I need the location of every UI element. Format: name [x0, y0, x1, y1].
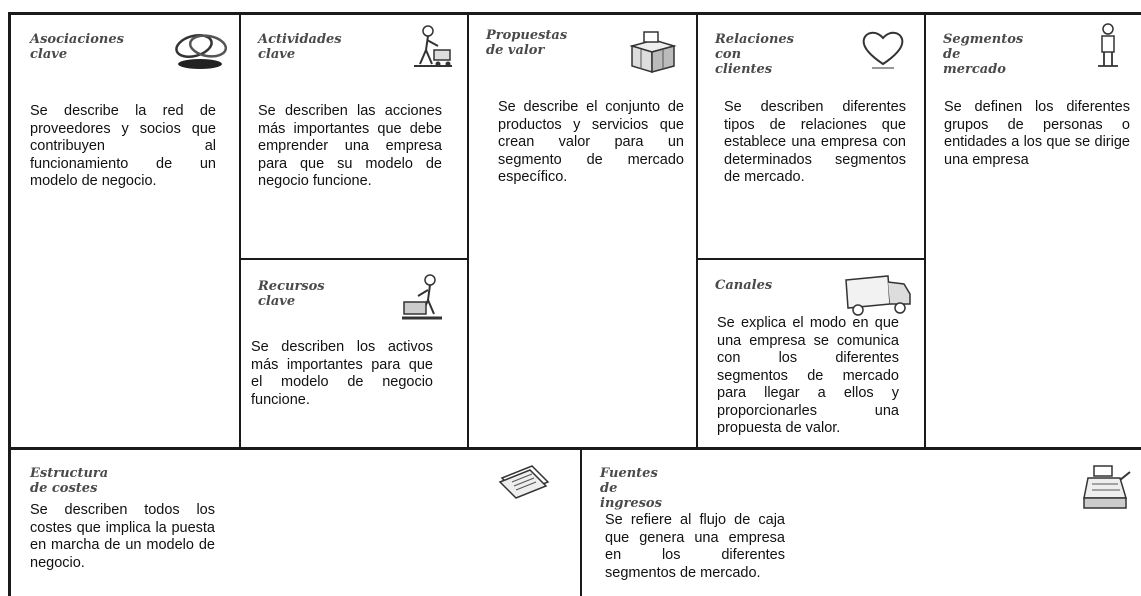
block-description: Se describen las acciones más importante…: [258, 103, 442, 189]
divider-relaciones-canales: [696, 258, 926, 260]
worker-with-machine-icon: [400, 272, 448, 324]
block-description: Se describen los activos más importantes…: [251, 339, 433, 408]
block-title: Segmentos de mercado: [943, 32, 1024, 77]
block-title: Actividades clave: [258, 32, 342, 62]
block-title: Canales: [715, 278, 773, 293]
divider-relaciones-segmentos: [924, 12, 926, 448]
divider-propuestas-relaciones: [696, 12, 698, 448]
divider-asociaciones-actividades: [239, 12, 241, 448]
person-icon: [1092, 22, 1124, 70]
block-description: Se describe la red de proveedores y soci…: [30, 103, 216, 189]
top-border: [8, 12, 1141, 15]
cash-register-icon: [1080, 462, 1134, 512]
divider-actividades-propuestas: [467, 12, 469, 448]
block-description: Se definen los diferentes grupos de pers…: [944, 99, 1130, 168]
divider-actividades-recursos: [239, 258, 469, 260]
divider-top-bottom: [8, 447, 1141, 450]
block-description: Se refiere al flujo de caja que genera u…: [605, 512, 785, 581]
block-title: Estructura de costes: [30, 466, 109, 496]
block-description: Se describen diferentes tipos de relacio…: [724, 99, 906, 185]
heart-icon: [858, 28, 908, 70]
block-description: Se explica el modo en que una empresa se…: [717, 315, 899, 436]
delivery-truck-icon: [842, 270, 914, 318]
block-title: Relaciones con clientes: [715, 32, 795, 77]
block-description: Se describen todos los costes que implic…: [30, 502, 215, 571]
linked-rings-icon: [170, 26, 232, 72]
gift-package-icon: [624, 28, 680, 76]
block-title: Propuestas de valor: [486, 28, 568, 58]
block-title: Asociaciones clave: [30, 32, 124, 62]
block-title: Recursos clave: [258, 279, 325, 309]
left-border: [8, 12, 11, 596]
block-description: Se describe el conjunto de productos y s…: [498, 99, 684, 185]
divider-costes-ingresos: [580, 448, 582, 596]
block-title: Fuentes de ingresos: [600, 466, 662, 511]
stacked-papers-icon: [496, 460, 554, 500]
worker-with-cart-icon: [408, 24, 456, 70]
